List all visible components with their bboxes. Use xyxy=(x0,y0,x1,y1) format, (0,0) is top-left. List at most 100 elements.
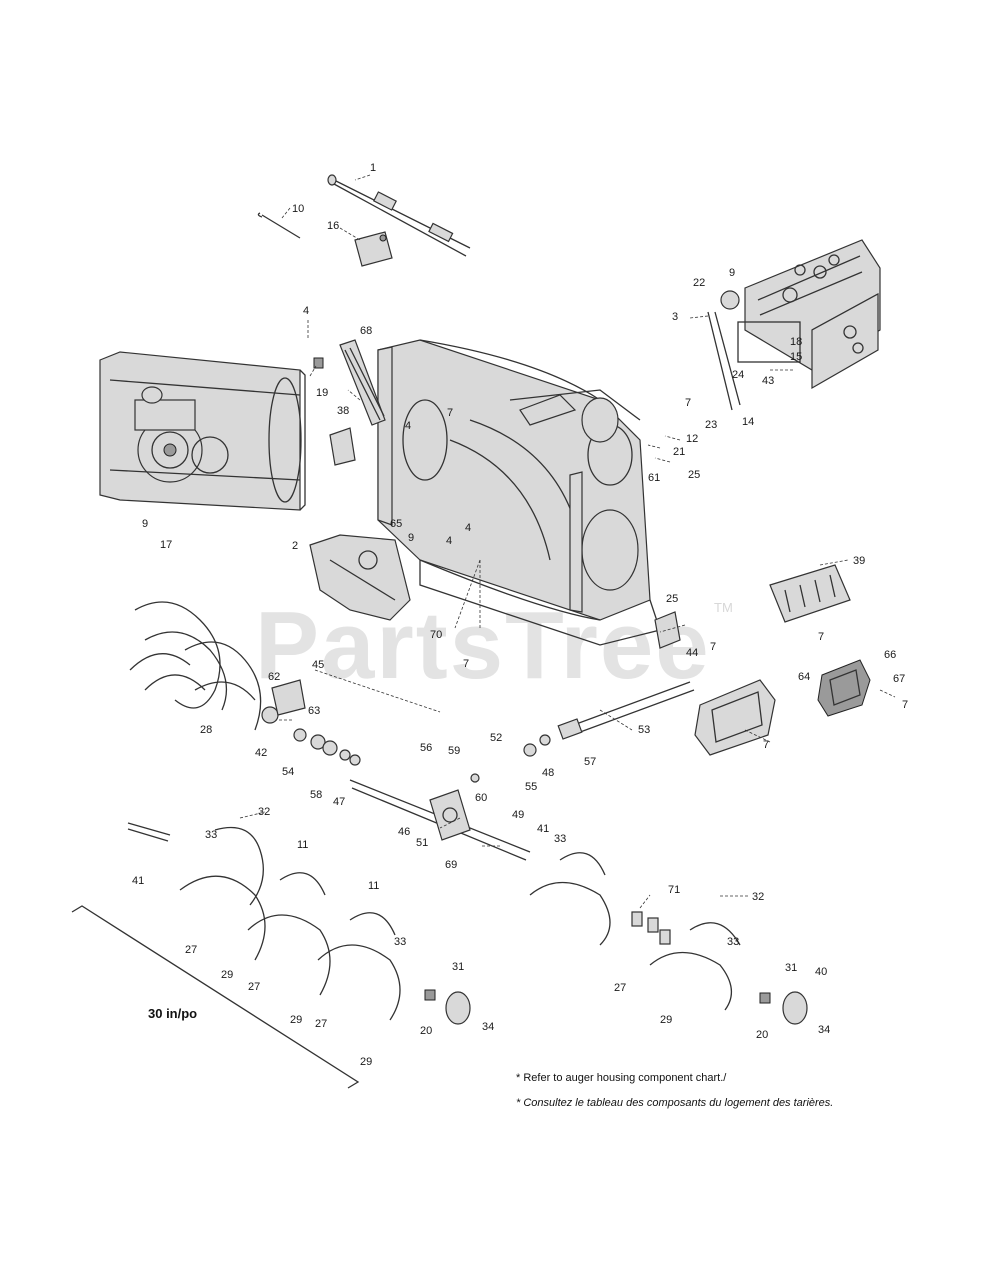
callout-33: 33 xyxy=(205,829,217,841)
callout-7: 7 xyxy=(902,699,908,711)
callout-29: 29 xyxy=(360,1056,372,1068)
part-pulley xyxy=(720,290,740,310)
part-shave-plate-39 xyxy=(769,564,851,623)
callout-23: 23 xyxy=(705,419,717,431)
callout-49: 49 xyxy=(512,809,524,821)
part-auger-flights-28 xyxy=(129,601,262,731)
callout-62: 62 xyxy=(268,671,280,683)
callout-41: 41 xyxy=(537,823,549,835)
callout-41: 41 xyxy=(132,875,144,887)
callout-64: 64 xyxy=(798,671,810,683)
callout-66: 66 xyxy=(884,649,896,661)
callout-4: 4 xyxy=(446,535,452,547)
callout-34: 34 xyxy=(482,1021,494,1033)
callout-20: 20 xyxy=(420,1025,432,1037)
callout-61: 61 xyxy=(648,472,660,484)
callout-48: 48 xyxy=(542,767,554,779)
callout-4: 4 xyxy=(405,420,411,432)
callout-69: 69 xyxy=(445,859,457,871)
callout-31: 31 xyxy=(785,962,797,974)
callout-33: 33 xyxy=(394,936,406,948)
part-auger-flights-27-right xyxy=(529,852,741,1011)
part-impeller-housing-2 xyxy=(309,534,411,621)
callout-7: 7 xyxy=(818,631,824,643)
callout-11: 11 xyxy=(368,880,379,892)
callout-67: 67 xyxy=(893,673,905,685)
footnote-french: * Consultez le tableau des composants du… xyxy=(516,1097,834,1109)
size-bracket xyxy=(71,905,360,1089)
part-gearbox-46 xyxy=(429,789,471,841)
callout-17: 17 xyxy=(160,539,172,551)
callout-33: 33 xyxy=(727,936,739,948)
callout-70: 70 xyxy=(430,629,442,641)
callout-32: 32 xyxy=(752,891,764,903)
part-spacers-71 xyxy=(631,911,671,945)
callout-59: 59 xyxy=(448,745,460,757)
callout-40: 40 xyxy=(815,966,827,978)
part-clip-19 xyxy=(313,357,324,369)
callout-51: 51 xyxy=(416,837,428,849)
callout-65: 65 xyxy=(390,518,402,530)
callout-38: 38 xyxy=(337,405,349,417)
callout-39: 39 xyxy=(853,555,865,567)
part-chute-crank-rod xyxy=(327,174,471,257)
callout-71: 71 xyxy=(668,884,680,896)
callout-3: 3 xyxy=(672,311,678,323)
part-callouts: 1 10 16 9 22 3 18 15 43 24 14 4 68 19 38… xyxy=(132,162,908,1068)
footnote-english: * Refer to auger housing component chart… xyxy=(516,1072,727,1084)
callout-7: 7 xyxy=(447,407,453,419)
callout-9: 9 xyxy=(729,267,735,279)
callout-34: 34 xyxy=(818,1024,830,1036)
callout-28: 28 xyxy=(200,724,212,736)
callout-31: 31 xyxy=(452,961,464,973)
callout-7: 7 xyxy=(463,658,469,670)
callout-52: 52 xyxy=(490,732,502,744)
callout-60: 60 xyxy=(475,792,487,804)
callout-43: 43 xyxy=(762,375,774,387)
part-bearings xyxy=(261,706,551,783)
callout-leaders xyxy=(239,174,896,909)
callout-57: 57 xyxy=(584,756,596,768)
callout-25: 25 xyxy=(688,469,700,481)
callout-55: 55 xyxy=(525,781,537,793)
part-auger-shaft-53 xyxy=(557,681,695,740)
callout-42: 42 xyxy=(255,747,267,759)
callout-4: 4 xyxy=(465,522,471,534)
auger-size-label: 30 in/po xyxy=(148,1006,197,1021)
part-illustrations xyxy=(99,174,881,1025)
callout-29: 29 xyxy=(660,1014,672,1026)
part-crank-bracket xyxy=(354,231,393,267)
callout-58: 58 xyxy=(310,789,322,801)
part-belt-keeper xyxy=(707,311,741,411)
callout-46: 46 xyxy=(398,826,410,838)
callout-63: 63 xyxy=(308,705,320,717)
callout-2: 2 xyxy=(292,540,298,552)
callout-7: 7 xyxy=(685,397,691,409)
part-bracket-44 xyxy=(654,611,681,649)
callout-44: 44 xyxy=(686,647,698,659)
callout-9: 9 xyxy=(142,518,148,530)
callout-33: 33 xyxy=(554,833,566,845)
callout-25: 25 xyxy=(666,593,678,605)
callout-45: 45 xyxy=(312,659,324,671)
part-cotter-pin xyxy=(257,212,301,239)
callout-24: 24 xyxy=(732,369,744,381)
callout-10: 10 xyxy=(292,203,304,215)
part-endcap-34-left xyxy=(445,991,471,1025)
callout-19: 19 xyxy=(316,387,328,399)
watermark-tm: TM xyxy=(714,600,733,615)
part-frame-assembly xyxy=(737,239,881,390)
callout-1: 1 xyxy=(370,162,376,174)
callout-11: 11 xyxy=(297,839,308,851)
callout-18: 18 xyxy=(790,336,802,348)
watermark-logo: PartsTree xyxy=(255,592,711,699)
callout-27: 27 xyxy=(315,1018,327,1030)
callout-7: 7 xyxy=(710,641,716,653)
part-bracket-62 xyxy=(271,679,306,716)
callout-4: 4 xyxy=(303,305,309,317)
callout-29: 29 xyxy=(221,969,233,981)
callout-54: 54 xyxy=(282,766,294,778)
callout-68: 68 xyxy=(360,325,372,337)
part-engine-auger-cover xyxy=(99,351,306,511)
